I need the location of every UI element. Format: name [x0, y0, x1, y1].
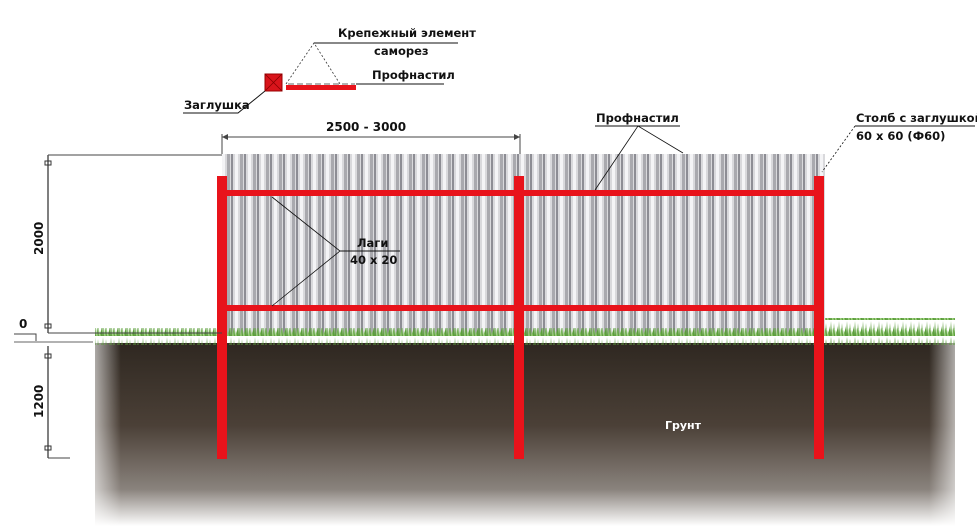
span-dimension: 2500 - 3000: [221, 120, 521, 154]
depth-label: 1200: [32, 385, 46, 418]
fastener-leader: [285, 42, 341, 85]
span-label: 2500 - 3000: [326, 120, 406, 134]
post-right: [814, 176, 824, 459]
post-left: [217, 176, 227, 459]
cap-leader: [183, 90, 266, 114]
fastener-label: Крепежный элемент: [338, 26, 476, 40]
height-tick-bottom: [44, 323, 52, 329]
zero-level: 0: [14, 317, 93, 343]
fastening-detail: Крепежный элемент саморез Профнастил Заг…: [183, 26, 476, 114]
post-size-label: 60 х 60 (Ф60): [856, 129, 945, 143]
cap-cross: [264, 73, 283, 92]
sheet-leader: [594, 125, 684, 191]
height-label: 2000: [32, 222, 46, 255]
sheet-detail-label: Профнастил: [372, 68, 455, 82]
soil-edge-fade: [95, 343, 955, 526]
soil-label: Грунт: [665, 419, 702, 432]
sheet-label: Профнастил: [596, 111, 679, 125]
depth-dimension: 1200: [32, 346, 70, 459]
grass-right: [825, 318, 955, 345]
rails-label: Лаги: [357, 236, 388, 250]
ground: Грунт: [95, 343, 955, 526]
post-label: Столб с заглушкой: [856, 111, 977, 125]
cap-label: Заглушка: [184, 98, 250, 112]
post-leader: [821, 125, 856, 173]
post-middle: [514, 176, 524, 459]
height-tick-top: [44, 160, 52, 166]
rails-size-label: 40 х 20: [350, 253, 397, 267]
depth-tick-bottom: [44, 445, 52, 451]
screw-label: саморез: [374, 44, 429, 58]
zero-arrow: [14, 333, 37, 341]
depth-tick-top: [44, 353, 52, 359]
sheet-detail-bar: [286, 85, 356, 90]
grass: [95, 328, 955, 345]
zero-label: 0: [19, 317, 27, 331]
height-dimension: 2000: [32, 154, 222, 334]
